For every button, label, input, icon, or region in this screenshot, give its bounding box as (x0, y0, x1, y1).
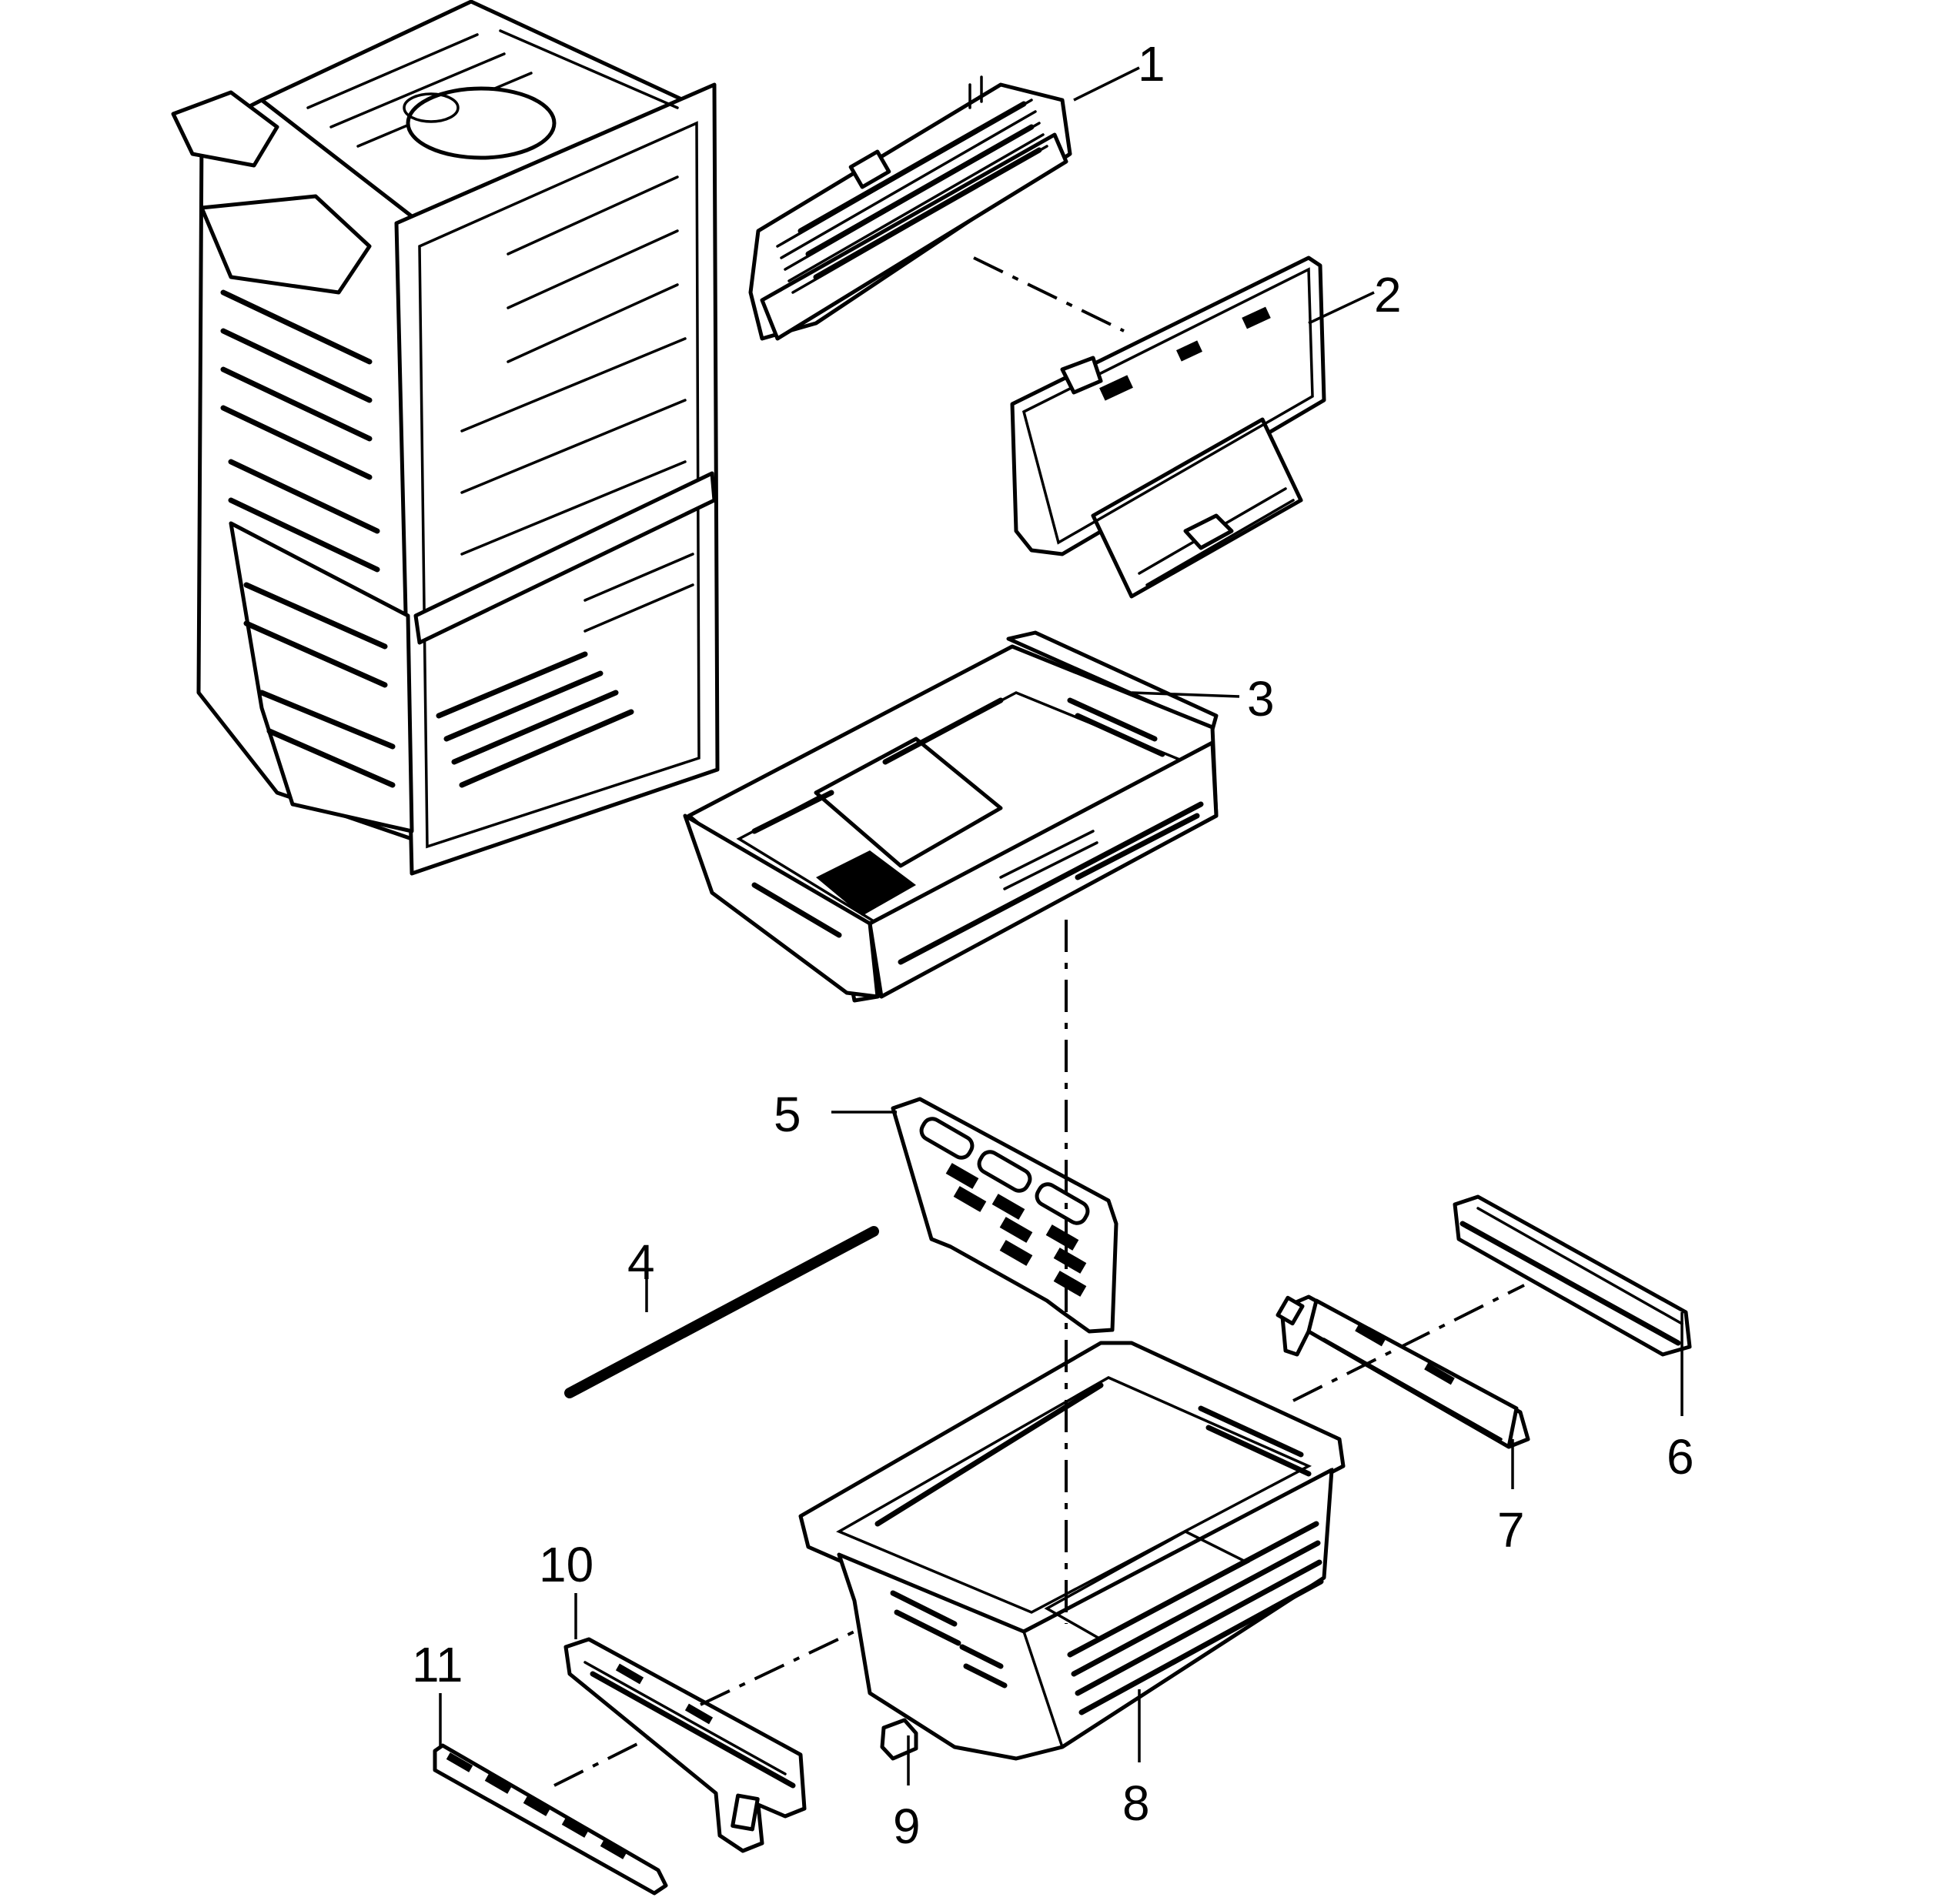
callout-10: 10 (539, 1537, 593, 1592)
part-7-slide-rail (1276, 1294, 1530, 1449)
part-3-upper-tray (683, 630, 1219, 1003)
cabinet-liner (171, 0, 720, 876)
callout-6: 6 (1667, 1429, 1694, 1485)
part-10-slide-rail (563, 1637, 807, 1853)
callout-1: 1 (1138, 36, 1165, 92)
part-11-rail-cover (433, 1743, 668, 1896)
part-2-fan-cover (1010, 256, 1326, 599)
leader-lines (439, 66, 1683, 1785)
callout-9: 9 (893, 1799, 921, 1854)
part-9-clip (880, 1718, 918, 1761)
callout-7: 7 (1497, 1502, 1525, 1558)
callout-11: 11 (412, 1637, 463, 1692)
part-1-evaporator (748, 75, 1072, 341)
callout-2: 2 (1374, 267, 1402, 322)
part-4-rod (564, 1226, 879, 1398)
part-8-basket (798, 1341, 1346, 1761)
callout-8: 8 (1122, 1775, 1150, 1831)
callout-5: 5 (774, 1087, 801, 1142)
callout-4: 4 (627, 1234, 655, 1290)
callout-labels: 1 2 3 4 5 6 7 8 9 10 11 (412, 36, 1694, 1854)
assembly-lines (553, 256, 1525, 1787)
callout-3: 3 (1247, 671, 1275, 727)
part-6-rail (1453, 1194, 1692, 1357)
part-5-divider (891, 1097, 1118, 1334)
